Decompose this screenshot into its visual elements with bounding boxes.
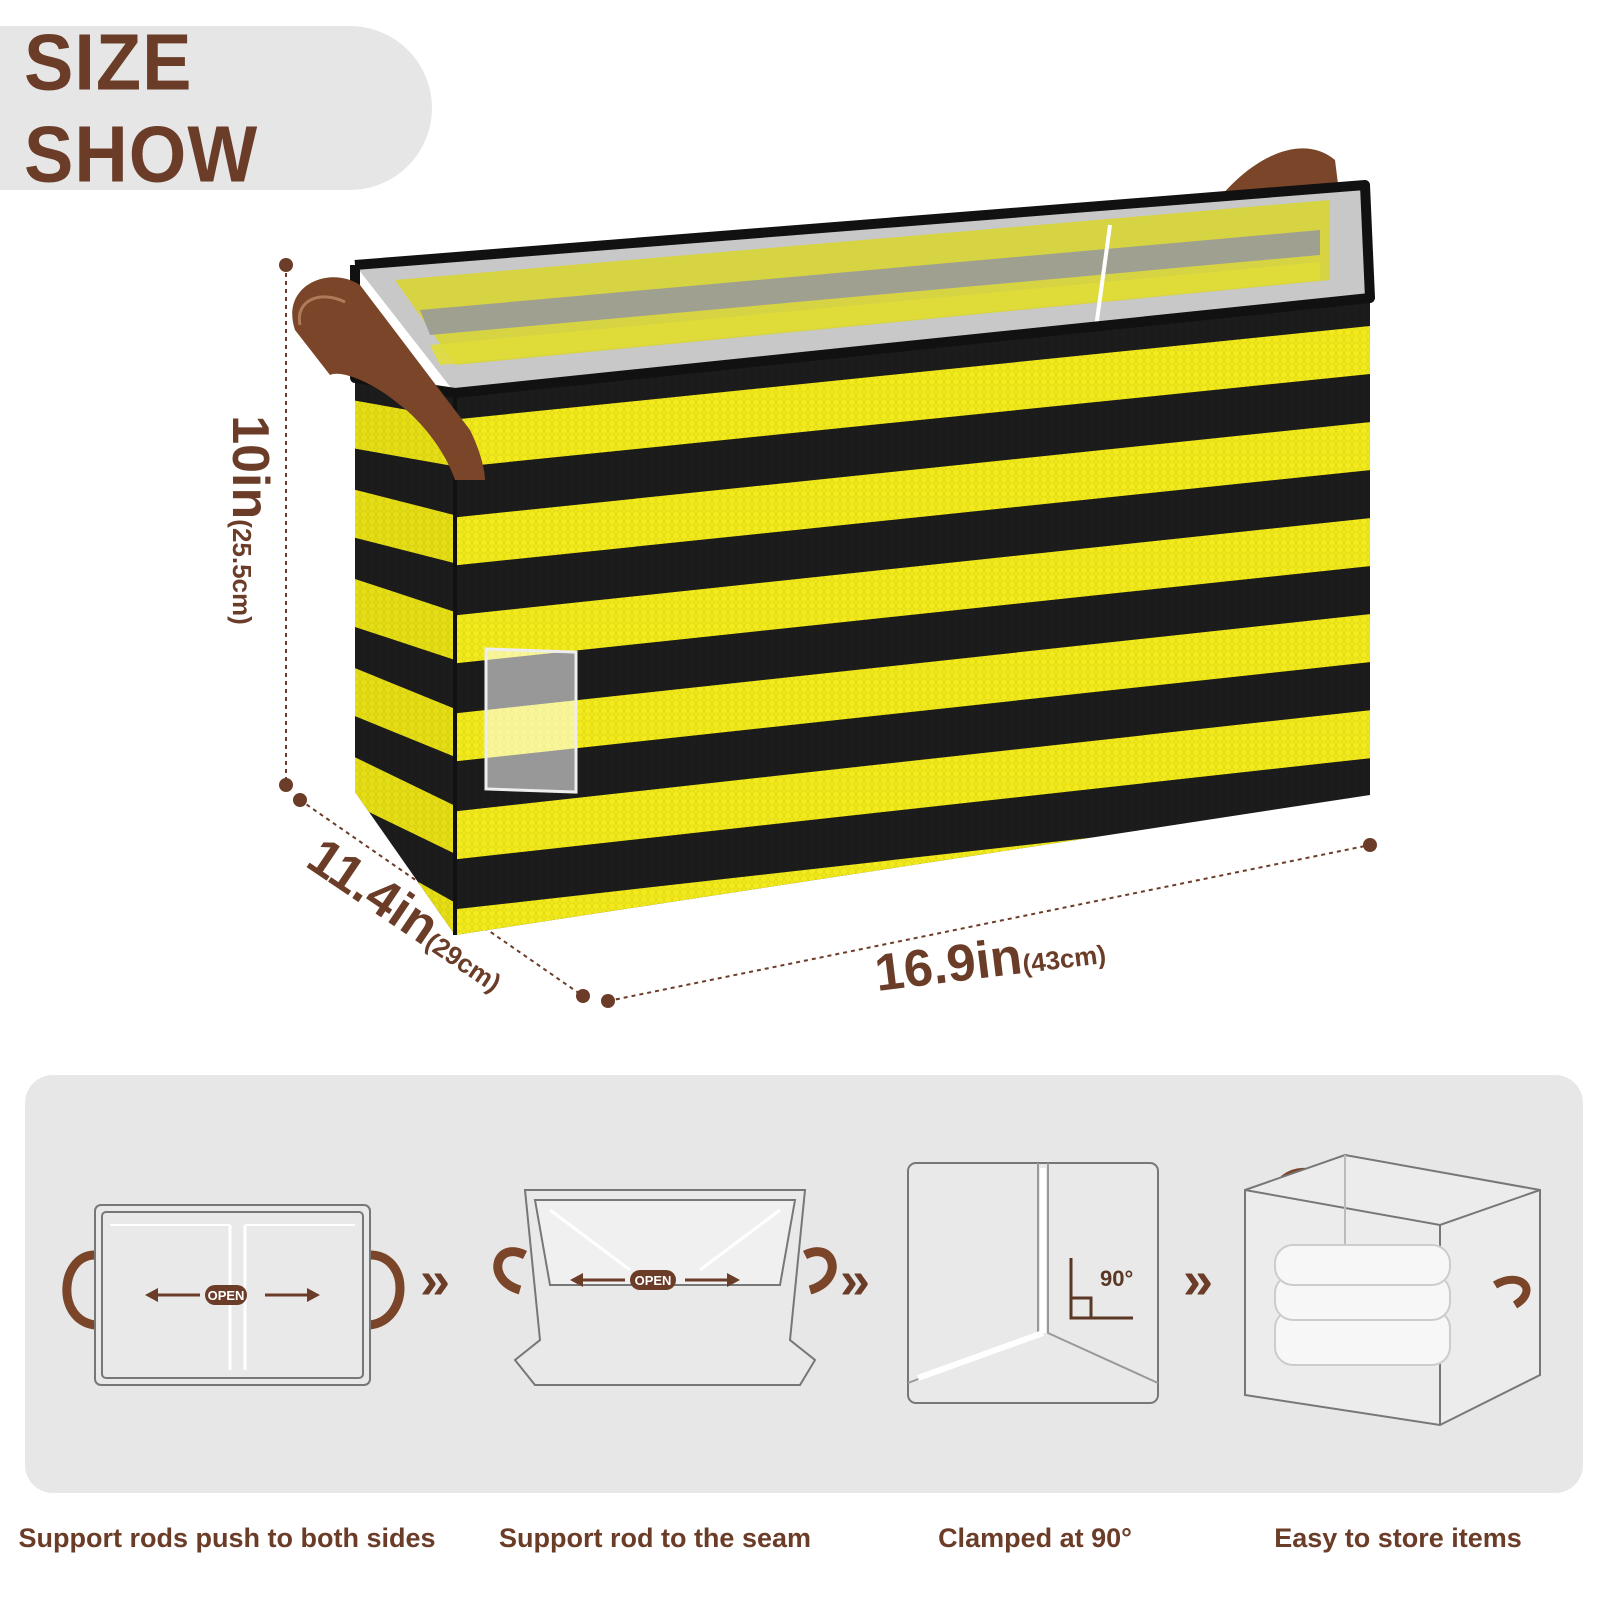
svg-text:OPEN: OPEN	[635, 1273, 672, 1288]
step-arrow-3: »	[1183, 1250, 1213, 1310]
basket-open-view-icon: OPEN	[493, 1189, 837, 1386]
height-dimension-label: 10in(25.5cm)	[221, 415, 279, 625]
svg-text:OPEN: OPEN	[208, 1288, 245, 1303]
step-caption-2: Support rod to the seam	[498, 1523, 812, 1553]
svg-text:90°: 90°	[1100, 1266, 1133, 1291]
step-caption-3: Clamped at 90°	[938, 1523, 1132, 1553]
page-title: SIZE SHOW	[24, 17, 259, 199]
front-handle	[292, 277, 485, 480]
title-banner: SIZE SHOW	[0, 17, 432, 199]
step-arrow-2: »	[840, 1250, 870, 1310]
step-caption-4: Easy to store items	[1274, 1523, 1522, 1553]
step-caption-1: Support rods push to both sides	[18, 1523, 436, 1553]
basket-top-view-icon: OPEN	[62, 1204, 405, 1386]
label-window	[484, 647, 578, 794]
step-arrow-1: »	[420, 1250, 450, 1310]
corner-clamp-icon: 90°	[907, 1162, 1159, 1404]
dimension-lines	[285, 265, 1371, 1002]
storage-box-icon	[1244, 1153, 1541, 1427]
support-rod	[1093, 224, 1112, 336]
dimension-endpoints	[279, 258, 1377, 1008]
storage-basket-illustration	[279, 148, 1377, 1008]
